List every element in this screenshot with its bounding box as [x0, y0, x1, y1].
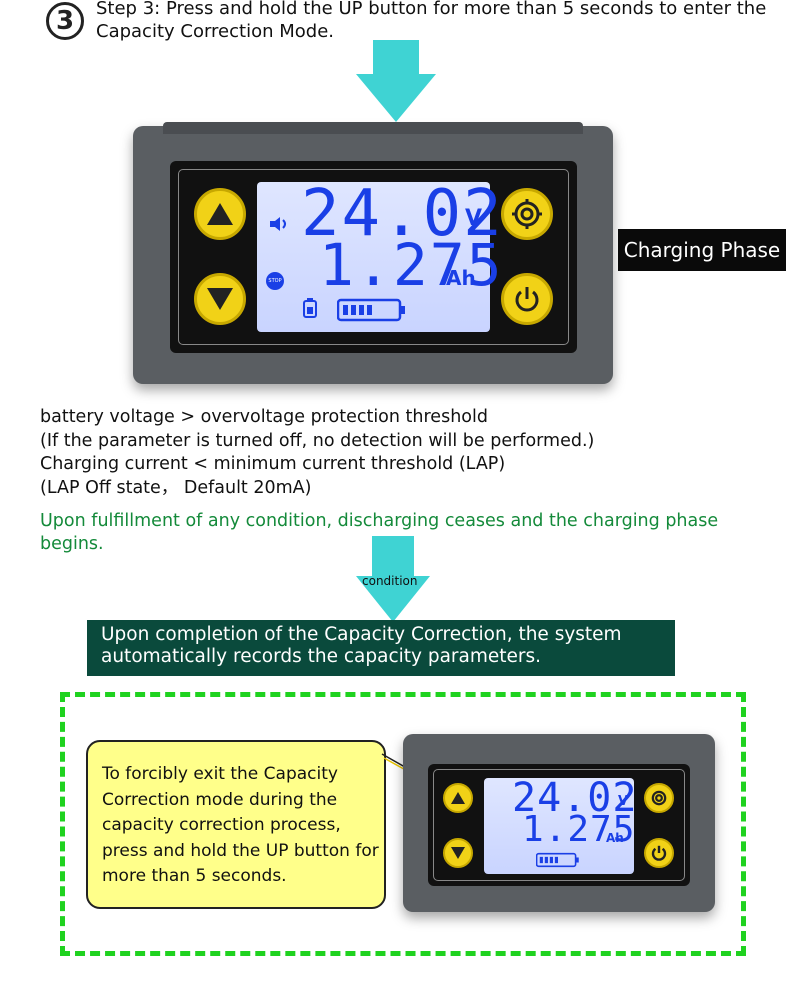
capacity-unit: Ah: [606, 831, 624, 845]
voltage-readout: 24.02: [512, 775, 638, 821]
battery-level-icon: [536, 852, 579, 868]
result-text: Upon fulfillment of any condition, disch…: [40, 511, 719, 554]
triangle-up-icon: [207, 203, 233, 225]
condition-line: (If the parameter is turned off, no dete…: [40, 430, 595, 451]
step-instruction: Step 3: Press and hold the UP button for…: [96, 0, 767, 42]
lcd-screen: 24.02 V 1.275 Ah: [484, 775, 638, 874]
capacity-unit: Ah: [446, 266, 476, 290]
down-button[interactable]: [443, 838, 473, 868]
down-button[interactable]: [194, 273, 246, 325]
gear-icon: [512, 199, 542, 229]
exit-note: To forcibly exit the Capacity Correction…: [86, 740, 386, 909]
triangle-up-icon: [451, 792, 465, 804]
down-arrow-icon: [356, 536, 430, 622]
lcd-screen: 24.02 V 1.275 Ah STOP: [257, 180, 502, 332]
battery-level-icon: [337, 298, 405, 322]
gear-icon: [651, 790, 667, 806]
device-front-panel: 24.02 V 1.275 Ah: [428, 764, 690, 886]
settings-button[interactable]: [501, 188, 553, 240]
stop-icon: STOP: [266, 272, 284, 290]
exit-instructions-box: [60, 692, 746, 956]
battery-small-icon: [303, 298, 317, 318]
meter-device-small: 24.02 V 1.275 Ah: [403, 734, 715, 912]
power-icon: [515, 287, 539, 312]
condition-line: Charging current < minimum current thres…: [40, 454, 506, 474]
power-icon: [651, 845, 667, 861]
conditions-list: battery voltage > overvoltage protection…: [40, 406, 780, 500]
triangle-down-icon: [207, 288, 233, 310]
power-button[interactable]: [501, 273, 553, 325]
charging-phase-label: Charging Phase: [618, 229, 786, 271]
speaker-icon: [270, 217, 286, 231]
settings-button[interactable]: [644, 783, 674, 813]
step-number-badge: 3: [46, 2, 84, 40]
up-button[interactable]: [443, 783, 473, 813]
voltage-unit: V: [465, 206, 483, 231]
condition-line: battery voltage > overvoltage protection…: [40, 407, 488, 427]
triangle-down-icon: [451, 847, 465, 859]
condition-line: (LAP Off state， Default 20mA): [40, 477, 312, 498]
voltage-readout: 24.02: [301, 177, 504, 251]
up-button[interactable]: [194, 188, 246, 240]
capacity-readout: 1.275: [522, 809, 636, 850]
voltage-unit: V: [618, 794, 629, 809]
meter-device: 24.02 V 1.275 Ah STOP: [133, 122, 613, 384]
device-front-panel: 24.02 V 1.275 Ah STOP: [170, 161, 577, 353]
arrow-condition-label: condition: [362, 574, 418, 588]
completion-banner: Upon completion of the Capacity Correcti…: [87, 620, 675, 676]
capacity-readout: 1.275: [319, 231, 504, 299]
down-arrow-icon: [356, 40, 436, 122]
power-button[interactable]: [644, 838, 674, 868]
